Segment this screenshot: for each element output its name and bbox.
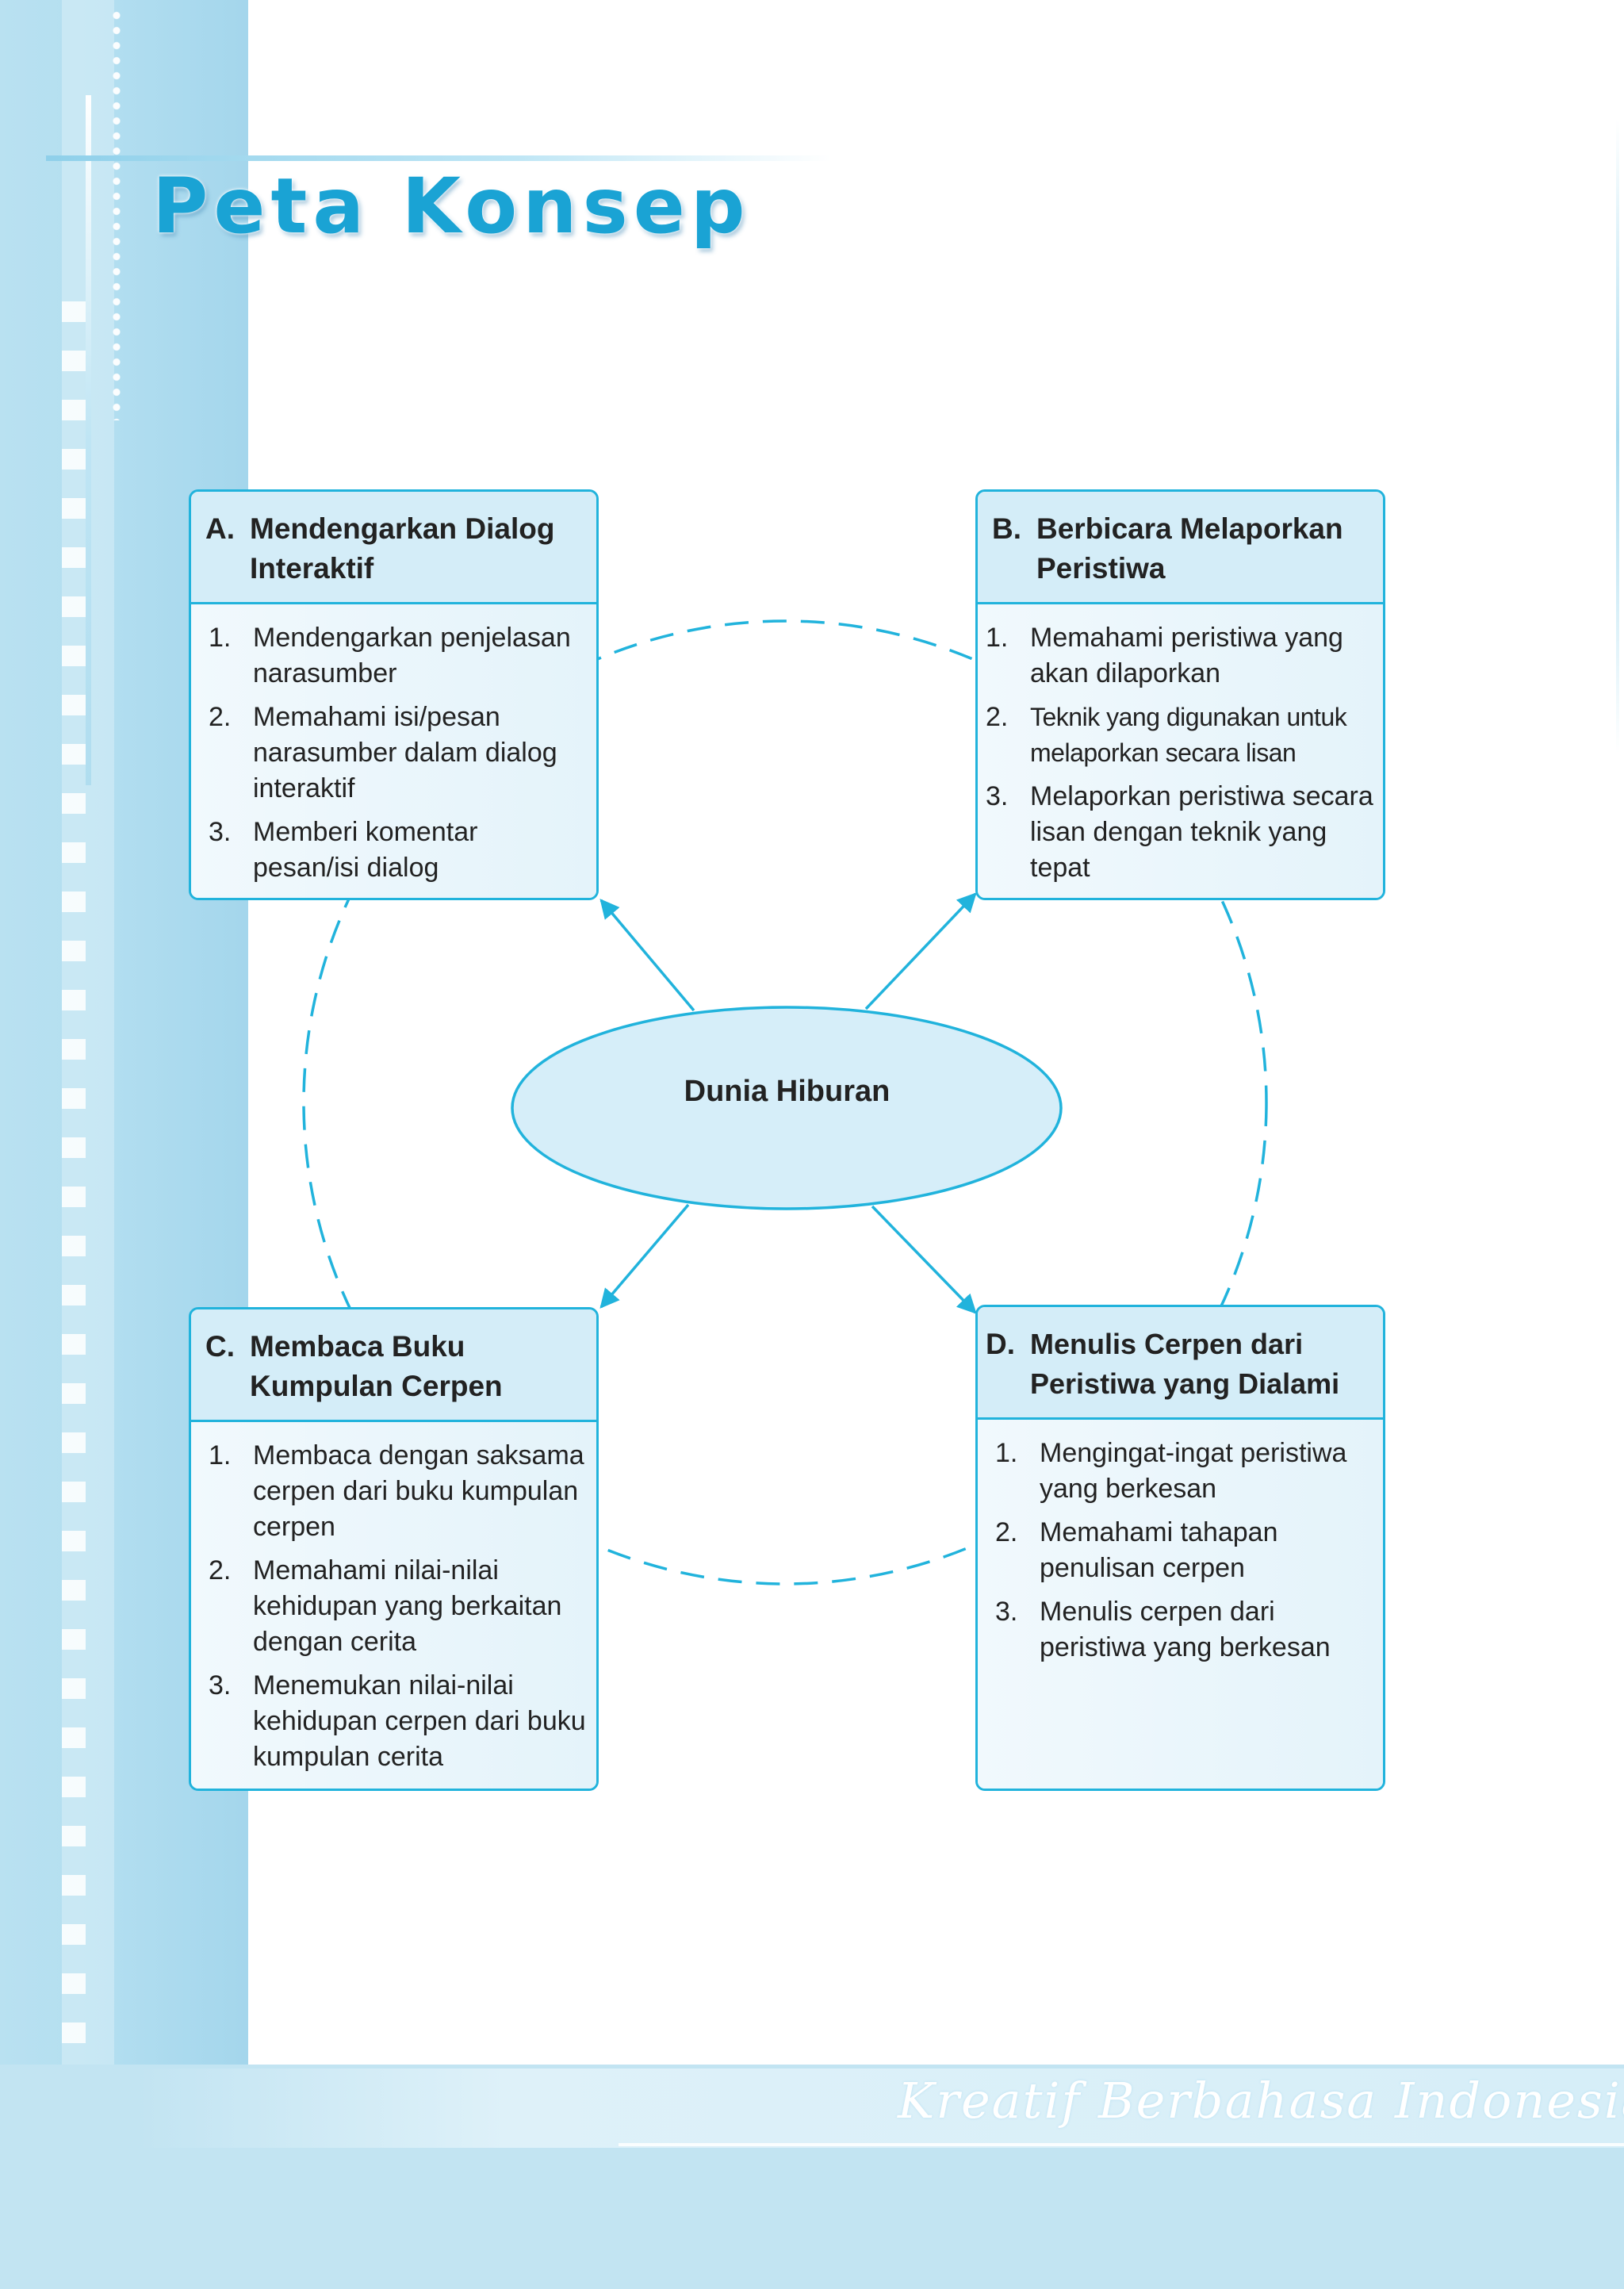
- list-item-number: 1.: [986, 623, 1009, 653]
- list-item-number: 3.: [209, 1670, 232, 1700]
- arrow-to-node-c: [599, 1203, 690, 1309]
- list-item-text: Memahami nilai-nilai kehidupan yang berk…: [253, 1555, 562, 1657]
- list-item: 1. Memahami peristiwa yang akan dilapork…: [986, 620, 1375, 692]
- node-b-header: B. Berbicara Melaporkan Peristiwa: [978, 492, 1383, 604]
- list-item: 2. Memahami nilai-nilai kehidupan yang b…: [209, 1553, 588, 1660]
- arrow-to-node-b: [864, 892, 977, 1010]
- list-item: 3. Menemukan nilai-nilai kehidupan cerpe…: [209, 1668, 588, 1775]
- list-item-text: Memahami tahapan penulisan cerpen: [1040, 1517, 1278, 1583]
- node-a-list: 1. Mendengarkan penjelasan narasumber 2.…: [191, 604, 596, 898]
- list-item-number: 1.: [995, 1438, 1018, 1468]
- node-a-heading: Mendengarkan Dialog Interaktif: [250, 512, 555, 585]
- node-b-list: 1. Memahami peristiwa yang akan dilapork…: [978, 604, 1383, 898]
- list-item: 2. Teknik yang digunakan untuk melaporka…: [986, 700, 1375, 771]
- node-d-list: 1. Mengingat-ingat peristiwa yang berkes…: [978, 1420, 1383, 1789]
- node-d-heading: Menulis Cerpen dari Peristiwa yang Diala…: [1030, 1328, 1340, 1400]
- page-title: Peta Konsep: [152, 162, 751, 251]
- right-edge-accent: [1616, 119, 1619, 753]
- left-square-pattern: [62, 301, 86, 2062]
- list-item-text: Teknik yang digunakan untuk melaporkan s…: [1030, 703, 1347, 767]
- list-item-text: Memahami isi/pesan narasumber dalam dial…: [253, 702, 557, 803]
- list-item-text: Menulis cerpen dari peristiwa yang berke…: [1040, 1597, 1331, 1662]
- list-item: 3. Menulis cerpen dari peristiwa yang be…: [995, 1594, 1375, 1666]
- list-item-number: 1.: [209, 623, 232, 653]
- node-a-header: A. Mendengarkan Dialog Interaktif: [191, 492, 596, 604]
- list-item-text: Mendengarkan penjelasan narasumber: [253, 623, 571, 688]
- node-c-heading: Membaca Buku Kumpulan Cerpen: [250, 1330, 503, 1402]
- list-item: 1. Membaca dengan saksama cerpen dari bu…: [209, 1438, 588, 1545]
- list-item-text: Menemukan nilai-nilai kehidupan cerpen d…: [253, 1670, 586, 1772]
- arrow-to-node-a: [599, 899, 695, 1012]
- node-d-letter: D.: [986, 1328, 1015, 1360]
- list-item-number: 2.: [209, 1555, 232, 1585]
- list-item: 2. Memahami isi/pesan narasumber dalam d…: [209, 700, 588, 807]
- dotted-pattern: [112, 8, 121, 420]
- node-a-letter: A.: [205, 512, 235, 545]
- horizontal-accent-line: [46, 155, 831, 161]
- bottom-highlight-strip: [135, 2069, 1624, 2148]
- list-item-number: 3.: [995, 1597, 1018, 1627]
- center-topic-label: Dunia Hiburan: [684, 1075, 891, 1108]
- concept-node-c: C. Membaca Buku Kumpulan Cerpen 1. Memba…: [189, 1307, 599, 1791]
- node-c-list: 1. Membaca dengan saksama cerpen dari bu…: [191, 1422, 596, 1789]
- node-b-letter: B.: [992, 512, 1021, 545]
- concept-node-d: D. Menulis Cerpen dari Peristiwa yang Di…: [975, 1305, 1385, 1791]
- center-ellipse: [511, 1006, 1063, 1210]
- list-item-number: 2.: [995, 1517, 1018, 1547]
- list-item-number: 2.: [209, 702, 232, 732]
- node-d-header: D. Menulis Cerpen dari Peristiwa yang Di…: [978, 1307, 1383, 1420]
- list-item-number: 3.: [986, 781, 1009, 811]
- list-item: 1. Mendengarkan penjelasan narasumber: [209, 620, 588, 692]
- concept-node-b: B. Berbicara Melaporkan Peristiwa 1. Mem…: [975, 489, 1385, 900]
- dashed-cycle-circle: [302, 619, 1268, 1585]
- list-item-text: Memahami peristiwa yang akan dilaporkan: [1030, 623, 1343, 688]
- vertical-accent-line: [86, 95, 91, 785]
- node-b-heading: Berbicara Melaporkan Peristiwa: [1036, 512, 1343, 585]
- node-c-letter: C.: [205, 1330, 235, 1363]
- list-item-text: Membaca dengan saksama cerpen dari buku …: [253, 1440, 584, 1542]
- arrow-to-node-d: [871, 1205, 977, 1314]
- list-item: 3. Melaporkan peristiwa secara lisan den…: [986, 779, 1375, 886]
- list-item: 1. Mengingat-ingat peristiwa yang berkes…: [995, 1436, 1375, 1507]
- list-item-number: 2.: [986, 702, 1009, 732]
- list-item-text: Melaporkan peristiwa secara lisan dengan…: [1030, 781, 1373, 883]
- list-item: 3. Memberi komentar pesan/isi dialog: [209, 815, 588, 886]
- node-c-header: C. Membaca Buku Kumpulan Cerpen: [191, 1309, 596, 1422]
- footer-book-title: Kreatif Berbahasa Indonesia: [898, 2072, 1624, 2130]
- list-item-text: Mengingat-ingat peristiwa yang berkesan: [1040, 1438, 1347, 1504]
- list-item-text: Memberi komentar pesan/isi dialog: [253, 817, 478, 883]
- concept-node-a: A. Mendengarkan Dialog Interaktif 1. Men…: [189, 489, 599, 900]
- list-item-number: 1.: [209, 1440, 232, 1470]
- list-item: 2. Memahami tahapan penulisan cerpen: [995, 1515, 1375, 1586]
- list-item-number: 3.: [209, 817, 232, 847]
- bottom-accent-line: [619, 2143, 1624, 2146]
